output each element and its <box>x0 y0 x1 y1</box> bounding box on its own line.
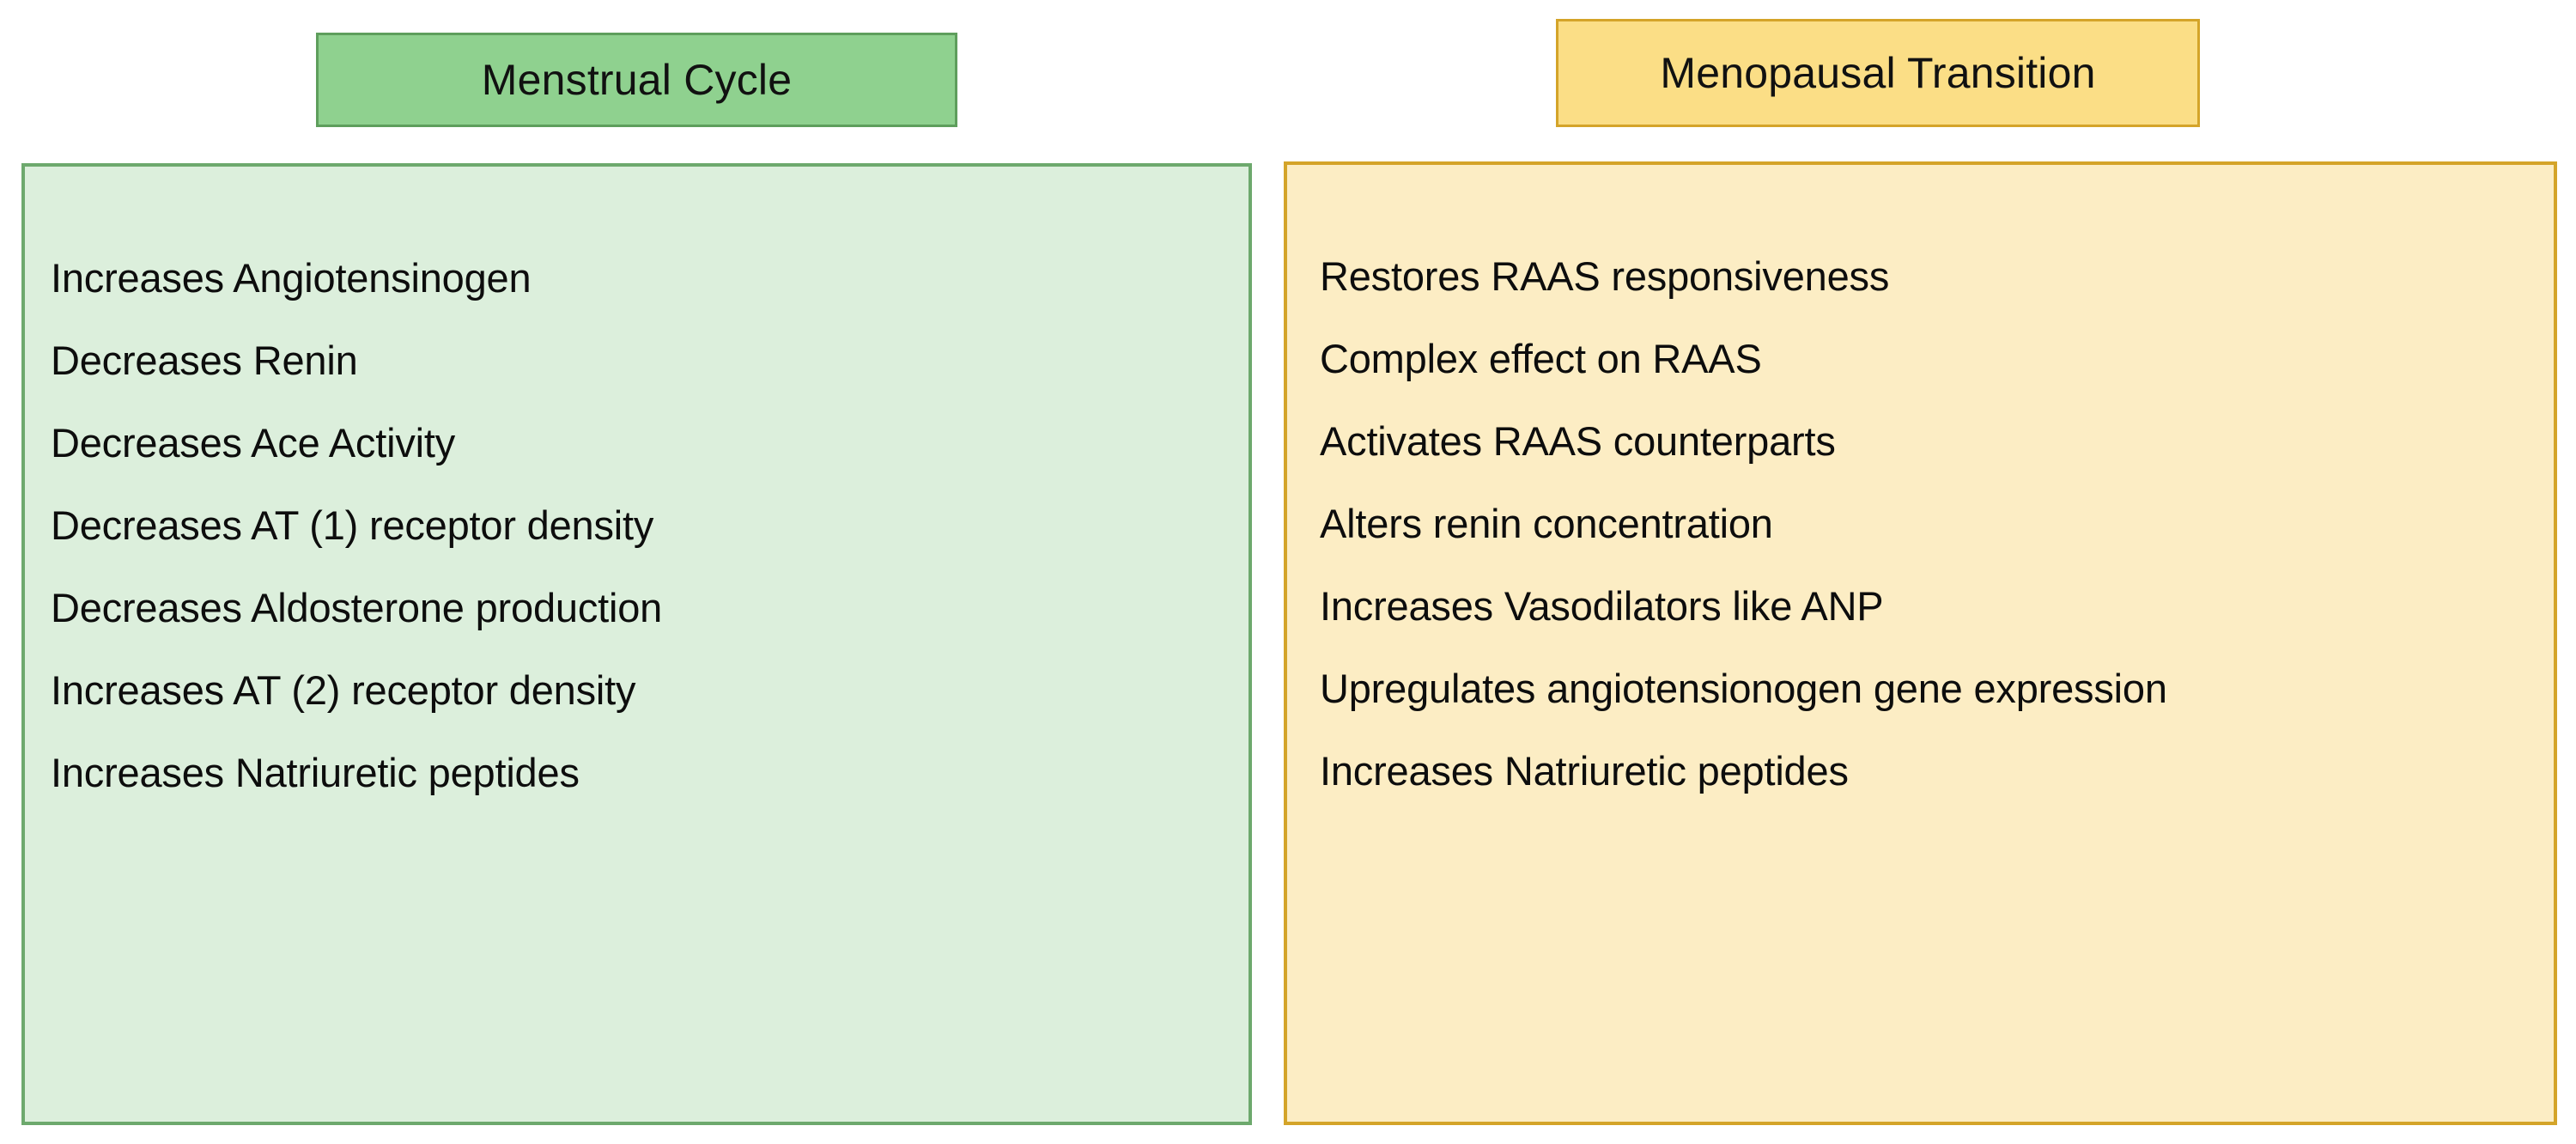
header-label-menstrual-cycle: Menstrual Cycle <box>481 56 793 104</box>
list-item-label: Alters renin concentration <box>1320 501 1773 546</box>
panel-menstrual-cycle: Increases Angiotensinogen Decreases Reni… <box>21 163 1252 1125</box>
list-item: Decreases Renin <box>51 332 1249 389</box>
list-item: Increases AT (2) receptor density <box>51 661 1249 719</box>
list-item: Decreases AT (1) receptor density <box>51 496 1249 554</box>
header-label-menopausal-transition: Menopausal Transition <box>1660 49 2096 97</box>
list-item-label: Increases Vasodilators like ANP <box>1320 583 1884 629</box>
list-item: Upregulates angiotensionogen gene expres… <box>1320 660 2554 717</box>
item-list-menstrual-cycle: Increases Angiotensinogen Decreases Reni… <box>51 249 1249 801</box>
list-item-label: Upregulates angiotensionogen gene expres… <box>1320 666 2167 711</box>
list-item-label: Increases Natriuretic peptides <box>51 750 580 795</box>
list-item: Alters renin concentration <box>1320 495 2554 552</box>
list-item: Decreases Aldosterone production <box>51 579 1249 636</box>
list-item: Increases Natriuretic peptides <box>51 744 1249 801</box>
list-item-label: Activates RAAS counterparts <box>1320 418 1836 464</box>
header-chip-menstrual-cycle: Menstrual Cycle <box>316 33 957 127</box>
list-item-label: Complex effect on RAAS <box>1320 336 1762 381</box>
list-item: Decreases Ace Activity <box>51 414 1249 472</box>
list-item: Activates RAAS counterparts <box>1320 412 2554 470</box>
list-item-label: Increases Natriuretic peptides <box>1320 748 1849 794</box>
list-item-label: Increases AT (2) receptor density <box>51 667 636 713</box>
list-item: Increases Angiotensinogen <box>51 249 1249 307</box>
list-item-label: Decreases Ace Activity <box>51 420 456 466</box>
list-item-label: Decreases AT (1) receptor density <box>51 502 654 548</box>
list-item-label: Decreases Aldosterone production <box>51 585 663 630</box>
list-item: Complex effect on RAAS <box>1320 330 2554 387</box>
list-item: Increases Vasodilators like ANP <box>1320 577 2554 635</box>
header-chip-menopausal-transition: Menopausal Transition <box>1556 19 2200 127</box>
item-list-menopausal-transition: Restores RAAS responsiveness Complex eff… <box>1320 247 2554 800</box>
list-item: Restores RAAS responsiveness <box>1320 247 2554 305</box>
panel-menopausal-transition: Restores RAAS responsiveness Complex eff… <box>1284 161 2557 1125</box>
list-item-label: Decreases Renin <box>51 338 358 383</box>
list-item-label: Restores RAAS responsiveness <box>1320 253 1890 299</box>
list-item: Increases Natriuretic peptides <box>1320 742 2554 800</box>
list-item-label: Increases Angiotensinogen <box>51 255 532 301</box>
